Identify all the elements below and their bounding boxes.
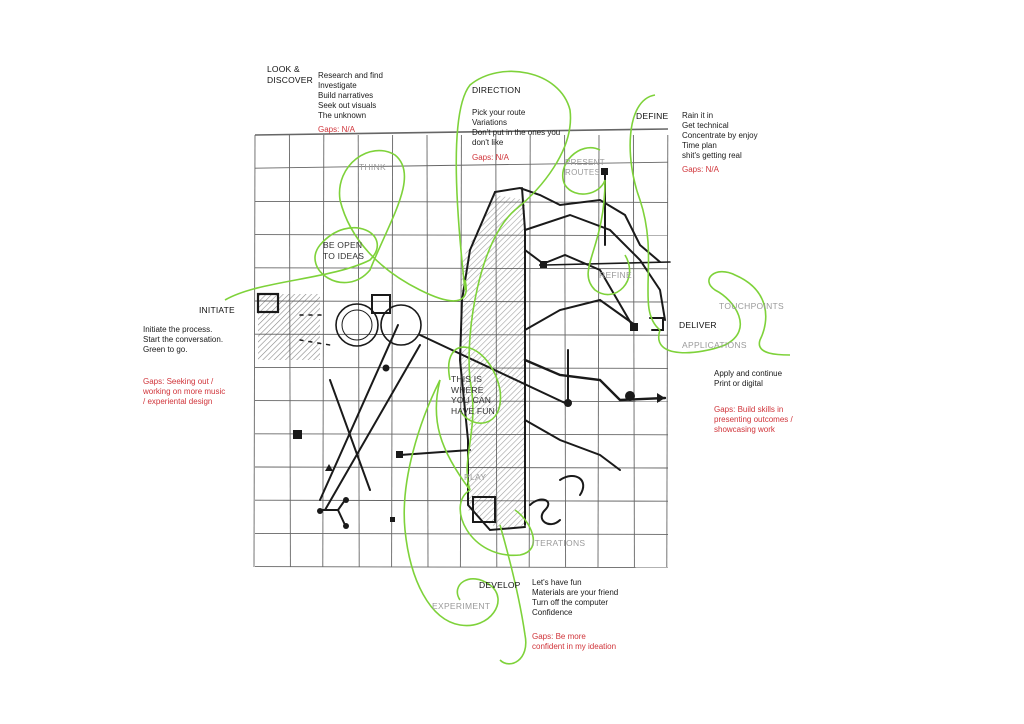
label-play: PLAY [464, 472, 487, 482]
stage-title-direction: DIRECTION [472, 85, 521, 95]
gap-line: showcasing work [714, 425, 775, 434]
grid-line [254, 466, 669, 469]
label-iterations: ITERATIONS [532, 538, 586, 548]
item: Get technical [682, 121, 729, 130]
stage-title-define: DEFINE [636, 111, 669, 121]
item: Confidence [532, 608, 573, 617]
item: The unknown [318, 111, 367, 120]
hatched-areas [258, 195, 525, 530]
label-line: WHERE [451, 384, 484, 395]
item: Don't put in the ones you [472, 128, 561, 137]
grid-line [254, 433, 669, 436]
grid-line [528, 134, 531, 568]
develop-items: Let's have fun Materials are your friend… [532, 578, 618, 618]
grid-line [597, 134, 600, 568]
initiate-items: Initiate the process. Start the conversa… [143, 325, 223, 355]
label-line: THIS IS [451, 374, 483, 384]
grid-line [391, 134, 394, 568]
label-line: ROUTES [565, 168, 601, 177]
deliver-items: Apply and continue Print or digital [714, 369, 782, 389]
item: Apply and continue [714, 369, 783, 378]
grid-line [564, 134, 567, 568]
label-be-open: BE OPEN TO IDEAS [323, 240, 364, 261]
grid-line [254, 234, 669, 237]
ink-strokes [256, 171, 671, 532]
item: Green to go. [143, 345, 188, 354]
grid-line [254, 200, 669, 203]
gap-line: confident in my ideation [532, 642, 617, 651]
stage-title-look-discover: LOOK & DISCOVER [267, 64, 313, 85]
item: Research and find [318, 71, 383, 80]
develop-gaps: Gaps: Be more confident in my ideation [532, 632, 616, 652]
item: shit's getting real [682, 151, 742, 160]
item: Rain it in [682, 111, 714, 120]
label-line: BE OPEN [323, 240, 363, 250]
gap-line: Gaps: Seeking out / [143, 377, 214, 386]
grid-line [666, 134, 669, 568]
define-gaps: Gaps: N/A [682, 165, 719, 174]
item: don't like [472, 138, 504, 147]
label-applications: APPLICATIONS [682, 340, 747, 350]
item: Start the conversation. [143, 335, 224, 344]
grid-line [357, 134, 360, 568]
grid-line [254, 532, 669, 535]
grid-line [254, 400, 669, 403]
item: Let's have fun [532, 578, 582, 587]
label-experiment: EXPERIMENT [432, 601, 491, 611]
gap-line: Gaps: Be more [532, 632, 586, 641]
direction-items: Pick your route Variations Don't put in … [472, 108, 560, 148]
initiate-gaps: Gaps: Seeking out / working on more musi… [143, 377, 225, 407]
label-present-routes: PRESENT ROUTES [565, 158, 605, 178]
label-line: HAVE FUN [451, 405, 495, 416]
grid-line [254, 161, 669, 169]
deliver-gaps: Gaps: Build skills in presenting outcome… [714, 405, 793, 435]
title-line: LOOK & [267, 64, 300, 74]
gap-line: Gaps: Build skills in [714, 405, 784, 414]
grid-line [632, 134, 635, 568]
label-touchpoints: TOUCHPOINTS [719, 301, 785, 311]
title-line: DISCOVER [267, 74, 313, 85]
item: Build narratives [318, 91, 374, 100]
gap-line: presenting outcomes / [714, 415, 793, 424]
gap-line: working on more music [143, 387, 226, 396]
item: Concentrate by enjoy [682, 131, 758, 140]
grid-line [322, 134, 325, 568]
label-line: TO IDEAS [323, 250, 365, 261]
item: Materials are your friend [532, 588, 619, 597]
label-refine: REFINE [599, 270, 632, 280]
grid-line [253, 134, 256, 568]
direction-gaps: Gaps: N/A [472, 153, 509, 162]
item: Seek out visuals [318, 101, 377, 110]
label-think: THINK [359, 162, 386, 172]
stage-title-initiate: INITIATE [199, 305, 235, 315]
stage-title-deliver: DELIVER [679, 320, 717, 330]
look-discover-gaps: Gaps: N/A [318, 125, 355, 134]
define-items: Rain it in Get technical Concentrate by … [682, 111, 758, 161]
grid-line [254, 566, 669, 569]
item: Variations [472, 118, 507, 127]
label-have-fun: THIS IS WHERE YOU CAN HAVE FUN [451, 374, 495, 416]
item: Turn off the computer [532, 598, 609, 607]
grid-line [254, 128, 669, 136]
item: Pick your route [472, 108, 526, 117]
item: Time plan [682, 141, 717, 150]
gap-line: / experiental design [143, 397, 213, 406]
ink-dots [293, 168, 665, 529]
item: Print or digital [714, 379, 763, 388]
item: Investigate [318, 81, 357, 90]
item: Initiate the process. [143, 325, 213, 334]
look-discover-items: Research and find Investigate Build narr… [318, 71, 383, 121]
label-line: PRESENT [565, 158, 605, 167]
stage-title-develop: DEVELOP [479, 580, 521, 590]
label-line: YOU CAN [451, 395, 492, 405]
green-loops [224, 70, 791, 665]
grid-line [426, 134, 429, 568]
